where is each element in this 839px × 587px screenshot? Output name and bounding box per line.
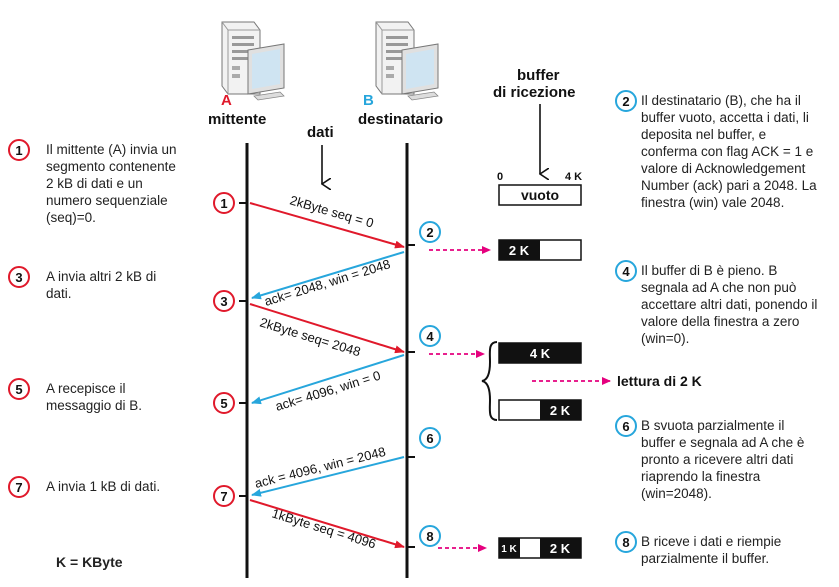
buffer-2k-after-read: 2 K (498, 399, 582, 421)
note-step-8: B riceve i dati e riempie parzialmente i… (641, 534, 782, 566)
msg-label-1: 2kByte seq = 0 (288, 192, 375, 230)
buffer-scale-min: 0 (497, 171, 503, 183)
step-marker-7: 7 (213, 485, 235, 507)
label-a-letter: A (221, 92, 232, 109)
note-step-7: A invia 1 kB di dati. (46, 479, 161, 494)
step-marker-5: 5 (213, 392, 235, 414)
msg-arrow-5 (251, 456, 405, 497)
svg-text:1 K: 1 K (501, 544, 517, 555)
buffer-scale-max: 4 K (565, 171, 582, 183)
note-step-3: A invia altri 2 kB di dati. (46, 269, 157, 301)
msg-arrow-4 (251, 354, 405, 405)
note-marker-5: 5 (8, 378, 30, 400)
buffer-2k: 2 K (498, 239, 582, 261)
note-marker-4: 4 (615, 260, 637, 282)
step-marker-8: 8 (419, 525, 441, 547)
read-label: lettura di 2 K (617, 373, 702, 389)
note-marker-1: 1 (8, 139, 30, 161)
svg-text:6: 6 (426, 431, 433, 446)
note-step-6: B svuota parzialmente il buffer e segnal… (641, 418, 805, 501)
note-step-5: A recepisce il messaggio di B. (46, 381, 143, 413)
buffer-empty: vuoto (498, 184, 582, 206)
label-b-letter: B (363, 92, 374, 109)
footer-legend: K = KByte (56, 554, 123, 570)
msg-label-3: 2kByte seq= 2048 (258, 315, 362, 360)
msg-arrow-3 (249, 303, 405, 354)
svg-text:7: 7 (15, 480, 22, 495)
svg-text:2 K: 2 K (550, 403, 571, 418)
svg-text:4 K: 4 K (530, 346, 551, 361)
label-buffer-title-1: buffer (517, 67, 560, 84)
note-marker-8: 8 (615, 531, 637, 553)
svg-text:2 K: 2 K (509, 243, 530, 258)
msg-arrow-6 (249, 499, 405, 549)
step-marker-6: 6 (419, 427, 441, 449)
note-marker-6: 6 (615, 415, 637, 437)
svg-text:8: 8 (426, 529, 433, 544)
svg-text:8: 8 (622, 535, 629, 550)
step-marker-4: 4 (419, 325, 441, 347)
svg-text:6: 6 (622, 419, 629, 434)
svg-text:7: 7 (220, 489, 227, 504)
svg-text:2: 2 (426, 225, 433, 240)
step-marker-1: 1 (213, 192, 235, 214)
svg-text:4: 4 (622, 264, 630, 279)
note-marker-7: 7 (8, 476, 30, 498)
label-dati: dati (307, 124, 334, 141)
read-brace (481, 341, 498, 421)
step-marker-3: 3 (213, 290, 235, 312)
buffer-3k: 1 K 2 K (498, 537, 582, 559)
label-a-role: mittente (208, 111, 266, 128)
note-marker-2: 2 (615, 90, 637, 112)
msg-label-5: ack = 4096, win = 2048 (253, 444, 387, 491)
note-marker-3: 3 (8, 266, 30, 288)
note-step-1: Il mittente (A) invia un segmento conten… (46, 142, 177, 225)
label-b-role: destinatario (358, 111, 443, 128)
server-computer-icon-b (375, 21, 439, 101)
svg-text:1: 1 (220, 196, 227, 211)
note-step-2: Il destinatario (B), che ha il buffer vu… (641, 93, 817, 210)
server-computer-icon-a (221, 21, 285, 101)
step-marker-2: 2 (419, 221, 441, 243)
svg-text:2 K: 2 K (550, 541, 571, 556)
msg-label-2: ack= 2048, win = 2048 (262, 256, 391, 309)
msg-label-6: 1kByte seq = 4096 (270, 506, 378, 552)
buffer-4k: 4 K (498, 342, 582, 364)
svg-text:vuoto: vuoto (521, 187, 559, 203)
note-step-4: Il buffer di B è pieno. B segnala ad A c… (641, 263, 818, 346)
svg-text:2: 2 (622, 94, 629, 109)
svg-text:3: 3 (15, 270, 22, 285)
svg-text:4: 4 (426, 329, 434, 344)
svg-text:1: 1 (15, 143, 22, 158)
svg-text:5: 5 (220, 396, 227, 411)
svg-text:3: 3 (220, 294, 227, 309)
msg-arrow-2 (251, 251, 405, 300)
msg-arrow-1 (249, 202, 405, 249)
label-buffer-title-2: di ricezione (493, 84, 576, 101)
svg-text:5: 5 (15, 382, 22, 397)
